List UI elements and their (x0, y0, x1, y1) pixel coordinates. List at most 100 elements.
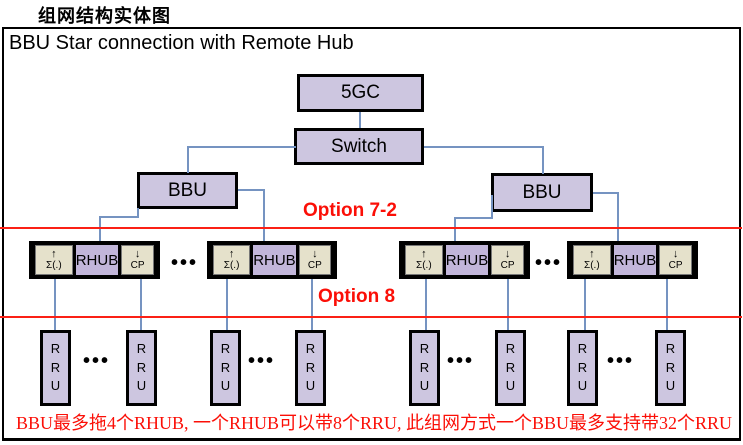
rhub-module-1: ↑ Σ(.) RHUB ↓ CP (29, 241, 160, 279)
connector-line (424, 146, 543, 148)
uplink-cell: ↑ Σ(.) (213, 245, 251, 275)
rru-letter: R (419, 340, 430, 356)
rhub-module-4: ↑ Σ(.) RHUB ↓ CP (567, 241, 698, 279)
downlink-cell: ↓ CP (121, 245, 154, 275)
node-bbu-right: BBU (491, 173, 593, 212)
ellipsis: ••• (447, 350, 475, 372)
connector-line (238, 189, 265, 191)
connector-line (226, 279, 228, 330)
divider-option-7-2 (0, 227, 742, 229)
connector-line (99, 216, 139, 218)
connector-line (187, 146, 296, 148)
connector-line (584, 279, 586, 330)
rru-letter: U (220, 378, 231, 394)
connector-line (263, 189, 265, 242)
downlink-cell: ↓ CP (659, 245, 692, 275)
rru-letter: R (577, 340, 588, 356)
rhub-label: RHUB (613, 245, 657, 275)
diagram-title: BBU Star connection with Remote Hub (9, 32, 354, 54)
connector-line (140, 279, 142, 330)
connector-line (137, 208, 139, 218)
downlink-cell: ↓ CP (491, 245, 524, 275)
connector-line (542, 146, 544, 174)
rru-letter: R (505, 340, 516, 356)
connector-line (454, 217, 456, 242)
rhub-label: RHUB (445, 245, 489, 275)
cp-label: CP (130, 260, 145, 271)
node-5gc: 5GC (297, 74, 424, 112)
rru-letter: R (136, 359, 147, 375)
cp-label: CP (668, 260, 683, 271)
up-arrow-icon: ↑ (589, 248, 595, 260)
rhub-module-2: ↑ Σ(.) RHUB ↓ CP (207, 241, 337, 279)
connector-line (593, 192, 619, 194)
up-arrow-icon: ↑ (421, 248, 427, 260)
cp-label: CP (307, 260, 322, 271)
rru-letter: R (505, 359, 516, 375)
down-arrow-icon: ↓ (312, 248, 318, 260)
rru-letter: R (305, 359, 316, 375)
rhub-label: RHUB (253, 245, 296, 275)
uplink-cell: ↑ Σ(.) (573, 245, 611, 275)
rru-letter: R (220, 359, 231, 375)
up-arrow-icon: ↑ (51, 248, 57, 260)
down-arrow-icon: ↓ (672, 248, 679, 260)
connector-line (359, 112, 361, 128)
uplink-cell: ↑ Σ(.) (405, 245, 443, 275)
rru-letter: R (136, 340, 147, 356)
connector-line (454, 217, 493, 219)
ellipsis: ••• (83, 350, 111, 372)
option-8-label: Option 8 (318, 286, 396, 307)
up-arrow-icon: ↑ (228, 248, 235, 260)
rru-letter: R (577, 359, 588, 375)
footnote: BBU最多拖4个RHUB, 一个RHUB可以带8个RRU, 此组网方式一个BBU… (16, 413, 733, 433)
rru-letter: R (665, 359, 676, 375)
option-7-2-label: Option 7-2 (303, 200, 397, 221)
rru-letter: U (305, 378, 316, 394)
ellipsis: ••• (535, 252, 563, 274)
rru-letter: U (665, 378, 676, 394)
rru-letter: U (50, 378, 61, 394)
ellipsis: ••• (248, 350, 276, 372)
sigma-label: Σ(.) (584, 260, 600, 271)
rru-letter: R (665, 340, 676, 356)
diagram-frame (2, 27, 741, 441)
connector-line (311, 279, 313, 330)
uplink-cell: ↑ Σ(.) (35, 245, 73, 275)
page-title: 组网结构实体图 (38, 6, 171, 26)
rru-letter: R (220, 340, 231, 356)
connector-line (666, 279, 668, 330)
rru-letter: U (577, 378, 588, 394)
connector-line (54, 279, 56, 330)
rru-letter: R (419, 359, 430, 375)
divider-option-8 (0, 316, 742, 318)
sigma-label: Σ(.) (46, 260, 62, 271)
rru-letter: R (305, 340, 316, 356)
rru-letter: R (50, 340, 61, 356)
sigma-label: Σ(.) (223, 260, 240, 271)
downlink-cell: ↓ CP (298, 245, 331, 275)
rru-letter: U (136, 378, 147, 394)
ellipsis: ••• (607, 350, 635, 372)
connector-line (507, 279, 509, 330)
down-arrow-icon: ↓ (504, 248, 511, 260)
rru-letter: U (505, 378, 516, 394)
rhub-label: RHUB (75, 245, 119, 275)
connector-line (187, 146, 189, 173)
node-switch: Switch (294, 128, 424, 165)
rru-letter: R (50, 359, 61, 375)
node-bbu-left: BBU (137, 172, 238, 209)
connector-line (491, 195, 493, 219)
rru-letter: U (419, 378, 430, 394)
rhub-module-3: ↑ Σ(.) RHUB ↓ CP (399, 241, 530, 279)
connector-line (617, 192, 619, 242)
